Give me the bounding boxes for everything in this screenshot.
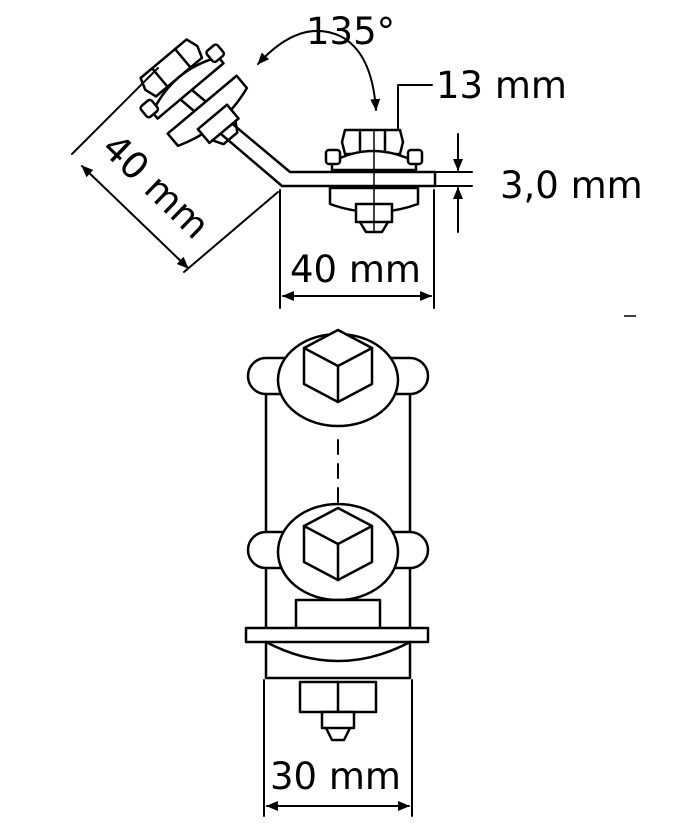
flat-arm-dimension	[279, 189, 435, 309]
thickness-label: 3,0 mm	[500, 164, 643, 207]
lower-bolt	[246, 502, 430, 602]
hex-size-label: 13 mm	[436, 64, 567, 107]
angle-label: 135°	[306, 10, 395, 53]
top-bolt	[246, 328, 430, 428]
front-width-dimension	[263, 679, 413, 817]
front-width-label: 30 mm	[270, 755, 401, 798]
strip-body	[264, 393, 412, 632]
hex-nut	[139, 38, 204, 98]
flat-arm-length-label: 40 mm	[290, 248, 421, 291]
flat-arm-clamp	[324, 128, 424, 234]
front-clamp	[244, 598, 430, 742]
angled-arm-clamp	[139, 38, 249, 148]
angled-arm-dimension	[71, 67, 279, 273]
angled-arm-length-label: 40 mm	[94, 126, 218, 248]
side-view	[71, 29, 473, 309]
hex-nut	[340, 128, 405, 156]
thickness-dimension	[435, 133, 473, 233]
angle-arc	[257, 29, 381, 111]
hex-size-leader	[397, 84, 433, 131]
front-view	[244, 328, 430, 817]
